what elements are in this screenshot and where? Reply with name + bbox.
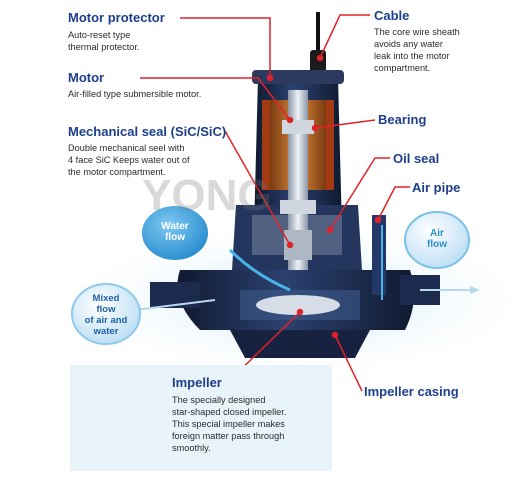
watermark: YONG bbox=[142, 171, 272, 220]
motor-protector-desc-line: Auto-reset type bbox=[68, 30, 131, 40]
watermark-text: YONG bbox=[142, 171, 272, 220]
cable-desc-line: avoids any water bbox=[374, 39, 443, 49]
water-flow-label: Water flow bbox=[145, 221, 205, 243]
motor-cap bbox=[252, 70, 344, 84]
pump-base bbox=[230, 330, 370, 358]
mixed-flow-label-line: Mixed bbox=[92, 293, 120, 304]
leader-cable bbox=[319, 14, 370, 59]
air-flow-label-line: flow bbox=[427, 239, 447, 250]
cable-title: Cable bbox=[374, 8, 410, 23]
bearing-lower bbox=[280, 200, 316, 214]
mechanical-seal-desc-line: Double mechanical seel with bbox=[68, 143, 185, 153]
mechanical-seal-title: Mechanical seal (SiC/SiC) bbox=[68, 124, 227, 139]
impeller-panel bbox=[70, 365, 332, 471]
leader-impeller-casing bbox=[334, 334, 363, 392]
impeller-desc-line: star-shaped closed impeller. bbox=[172, 407, 287, 417]
bearing-title: Bearing bbox=[378, 112, 427, 127]
impeller-casing-title: Impeller casing bbox=[364, 384, 459, 399]
cable-desc-line: compartment. bbox=[374, 63, 431, 73]
stator-left bbox=[262, 100, 270, 190]
impeller-title: Impeller bbox=[172, 375, 222, 390]
leader-air-pipe bbox=[377, 186, 410, 221]
impeller-desc: The specially designed star-shaped close… bbox=[172, 394, 286, 454]
impeller-desc-line: smoothly. bbox=[172, 443, 211, 453]
mechanical-seal-desc-line: the motor compartment. bbox=[68, 167, 166, 177]
oil-seal-title: Oil seal bbox=[393, 151, 440, 166]
motor-protector-desc: Auto-reset type thermal protector. bbox=[68, 29, 140, 53]
outflow-arrow-left bbox=[134, 299, 216, 311]
water-flow-arrow bbox=[228, 248, 291, 292]
leader-oil-seal bbox=[329, 157, 390, 231]
cable-desc-line: The core wire sheath bbox=[374, 27, 460, 37]
motor-protector-title: Motor protector bbox=[68, 10, 165, 25]
cable-desc: The core wire sheath avoids any water le… bbox=[374, 26, 460, 74]
air-flow-bubble bbox=[404, 211, 470, 269]
air-flow-label-line: Air bbox=[430, 228, 444, 239]
mixed-flow-bubble bbox=[71, 283, 141, 345]
bearing-upper bbox=[282, 120, 314, 134]
mixed-flow-label-line: water bbox=[93, 326, 119, 337]
mechanical-seal-desc: Double mechanical seel with 4 face SiC K… bbox=[68, 142, 190, 178]
air-pipe-title: Air pipe bbox=[412, 180, 461, 195]
outflow-arrowhead-right bbox=[470, 286, 480, 294]
cable-desc-line: leak into the motor bbox=[374, 51, 450, 61]
impeller-desc-line: foreign matter pass through bbox=[172, 431, 285, 441]
leader-bearing bbox=[314, 119, 376, 129]
leader-mechanical-seal bbox=[224, 130, 291, 246]
motor-desc: Air-filled type submersible motor. bbox=[68, 88, 201, 100]
impeller-desc-line: This special impeller makes bbox=[172, 419, 285, 429]
mixed-flow-label-line: of air and bbox=[84, 315, 128, 326]
water-flow-label-line: flow bbox=[165, 232, 185, 243]
impeller-disc bbox=[256, 295, 340, 315]
air-pipe bbox=[372, 215, 386, 295]
mixed-flow-label-line: flow bbox=[96, 304, 116, 315]
water-flow-label-line: Water bbox=[161, 221, 189, 232]
stator-right bbox=[326, 100, 334, 190]
motor-desc-line: Air-filled type submersible motor. bbox=[68, 89, 202, 99]
motor-title: Motor bbox=[68, 70, 105, 85]
mechanical-seal-desc-line: 4 face SiC Keeps water out of bbox=[68, 155, 190, 165]
leader-motor-protector bbox=[180, 17, 271, 78]
leader-motor bbox=[140, 77, 291, 121]
water-flow-bubble bbox=[140, 204, 210, 262]
motor-protector-desc-line: thermal protector. bbox=[68, 42, 140, 52]
mixed-flow-label: Mixed flow of air and water bbox=[72, 293, 140, 337]
air-flow-label: Air flow bbox=[407, 228, 467, 250]
impeller-desc-line: The specially designed bbox=[172, 395, 266, 405]
